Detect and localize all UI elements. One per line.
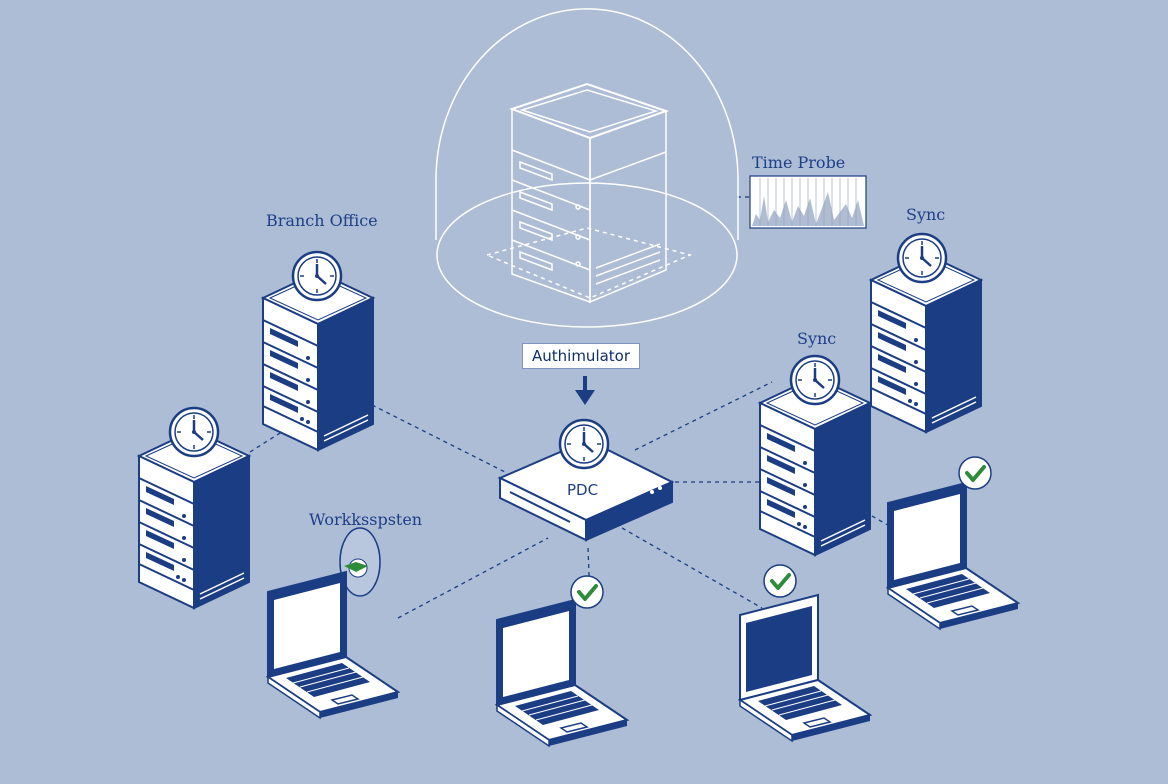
sync-server-top [870,232,982,433]
sync-top-label: Sync [906,205,946,224]
sync-server-mid [759,354,871,556]
check-icon [762,563,798,599]
branch-office-server [262,250,374,451]
pdc-label: PDC [567,481,599,499]
left-server [138,406,250,609]
left-server-clock-icon [168,406,220,458]
workstation-label: Workksspsten [309,510,423,529]
time-probe-graph [749,175,867,229]
laptop-right [887,455,1019,630]
pdc-appliance [497,418,675,542]
laptop-workstation [267,571,399,719]
authimulator-label: Authimulator [522,343,641,369]
laptop-dark [739,563,871,742]
sync-top-clock-icon [896,232,948,284]
sync-mid-clock-icon [789,354,841,406]
sync-mid-label: Sync [797,329,837,348]
time-probe-label: Time Probe [752,153,846,172]
branch-office-label: Branch Office [266,211,378,230]
branch-office-clock-icon [291,250,343,302]
check-icon [957,455,993,491]
workstation-status-icon [339,527,381,597]
down-arrow-icon [575,376,595,405]
laptop-center [496,574,628,747]
pdc-clock-icon [558,418,610,470]
central-server [435,8,739,328]
connection-lines [249,196,906,619]
check-icon [569,574,605,610]
